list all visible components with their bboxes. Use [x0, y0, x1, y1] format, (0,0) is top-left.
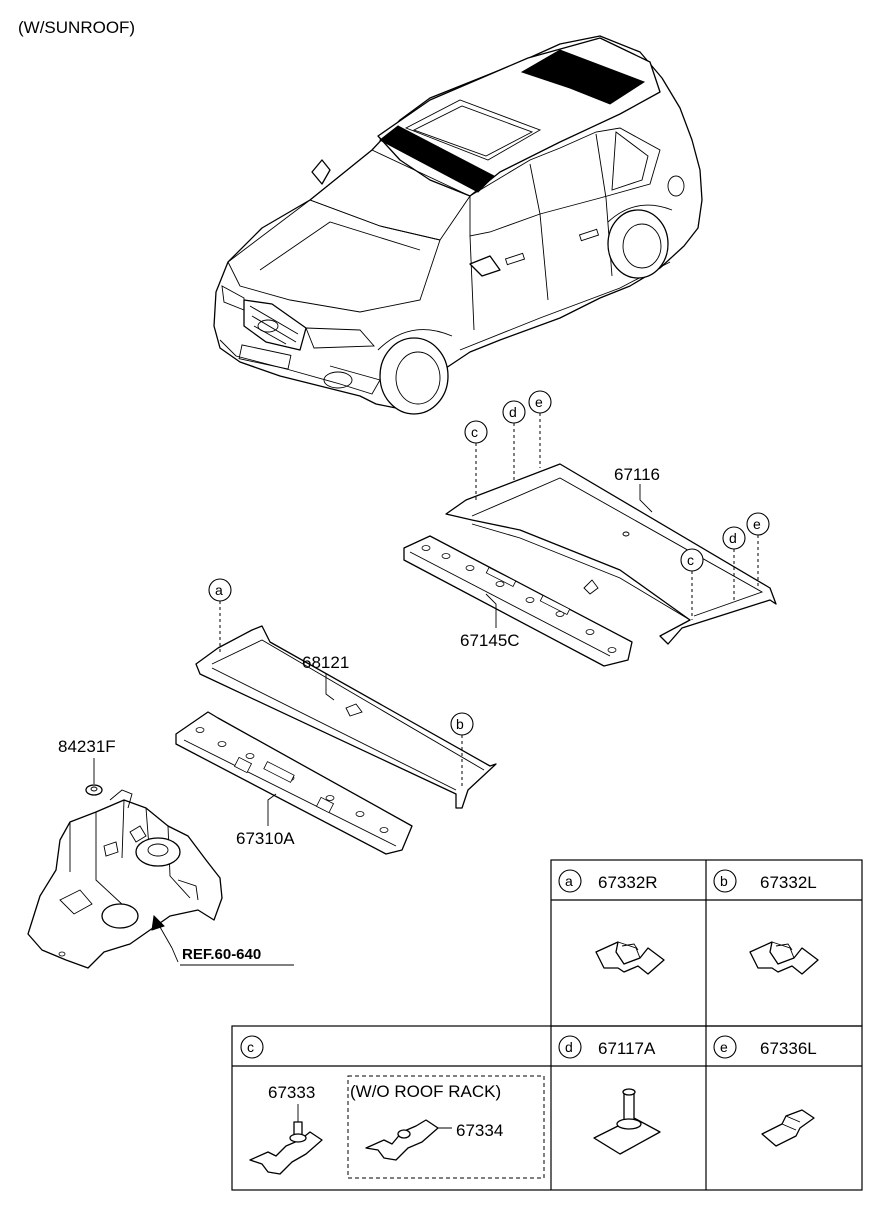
header-panel-group — [175, 625, 497, 855]
legend-table — [231, 859, 863, 1191]
part-label-header-panel: 68121 — [302, 653, 349, 672]
legend-key-e — [713, 1035, 737, 1059]
legend-part-e: 67336L — [760, 1039, 817, 1058]
part-label-roof-bow: 67145C — [460, 631, 520, 650]
wo-roof-rack-box — [347, 1075, 545, 1179]
legend-key-d — [558, 1035, 582, 1059]
svg-text:d: d — [509, 404, 517, 420]
svg-text:e: e — [720, 1039, 728, 1055]
legend-key-b — [713, 869, 737, 893]
part-label-front-rail: 67310A — [236, 829, 295, 848]
svg-text:d: d — [729, 530, 737, 546]
clip-d-illustration — [593, 1088, 661, 1155]
vehicle-illustration — [213, 35, 703, 415]
svg-text:b: b — [720, 873, 728, 889]
legend-part-d: 67117A — [598, 1039, 656, 1058]
legend-key-c — [240, 1035, 264, 1059]
clip-c-illustration — [249, 1121, 323, 1175]
clip-b-illustration — [749, 941, 819, 975]
reference-label: REF.60-640 — [182, 946, 261, 963]
legend-part-a: 67332R — [598, 873, 658, 892]
legend-part-c: 67333 — [268, 1083, 315, 1102]
svg-text:c: c — [687, 552, 694, 568]
part-label-roof-panel: 67116 — [614, 465, 660, 484]
svg-text:e: e — [753, 516, 761, 532]
svg-text:c: c — [247, 1039, 254, 1055]
roof-panel — [445, 463, 777, 645]
part-label-clip: 84231F — [58, 737, 116, 756]
clip-a-illustration — [595, 941, 665, 975]
legend-alt-part-c: 67334 — [456, 1121, 503, 1140]
clip-c-alt-illustration — [365, 1119, 439, 1161]
roof-panel-group — [403, 463, 777, 667]
svg-text:a: a — [215, 582, 223, 598]
svg-text:b: b — [456, 716, 464, 732]
clip-e-illustration — [761, 1109, 815, 1147]
front-rail — [175, 711, 413, 855]
variant-note: (W/SUNROOF) — [18, 18, 135, 37]
body-side-assembly — [27, 789, 223, 969]
legend-part-b: 67332L — [760, 873, 817, 892]
clip-part — [85, 784, 103, 796]
roof-bow — [403, 535, 633, 667]
svg-text:c: c — [471, 424, 478, 440]
header-panel — [195, 625, 497, 809]
legend-key-a — [558, 869, 582, 893]
svg-text:a: a — [565, 873, 573, 889]
svg-text:d: d — [565, 1039, 573, 1055]
svg-text:e: e — [535, 394, 543, 410]
legend-note-c: (W/O ROOF RACK) — [350, 1082, 501, 1101]
